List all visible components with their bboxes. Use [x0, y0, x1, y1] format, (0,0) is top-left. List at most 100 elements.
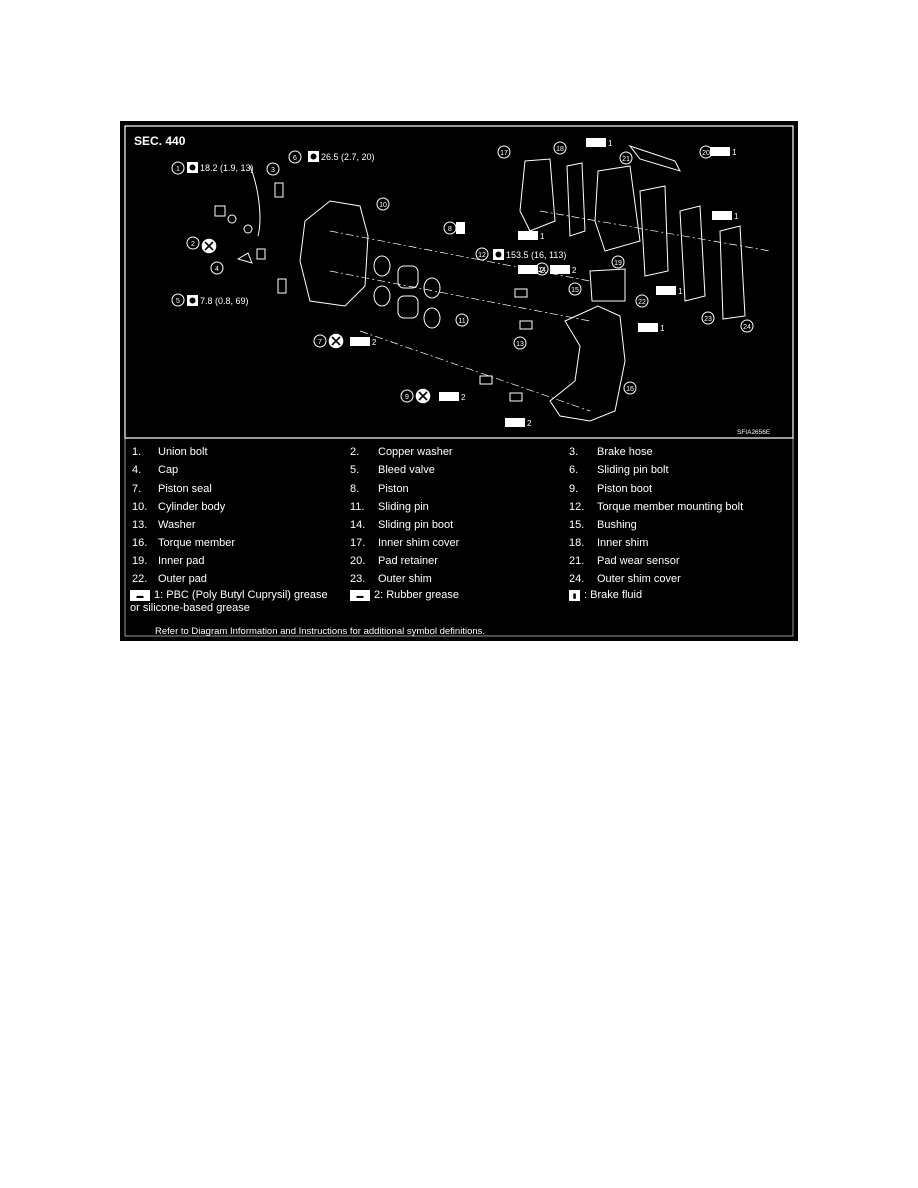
- svg-text:21: 21: [622, 156, 630, 163]
- brake-fluid-label: : Brake fluid: [584, 589, 643, 601]
- legend-row: 1. Union bolt 2. Copper washer 3. Brake …: [120, 443, 798, 461]
- callout-circles: [171, 141, 754, 403]
- svg-text:1: 1: [734, 212, 739, 221]
- svg-text:13: 13: [516, 341, 524, 348]
- legend-label: Torque member: [158, 537, 236, 549]
- svg-text:1: 1: [678, 287, 683, 296]
- svg-text:18: 18: [556, 146, 564, 153]
- grease-icon: [350, 138, 732, 427]
- legend-label: Torque member mounting bolt: [597, 501, 744, 513]
- svg-text:1: 1: [540, 232, 545, 241]
- svg-text:2: 2: [372, 338, 377, 347]
- legend-number: 1.: [132, 446, 142, 458]
- legend-number: 4.: [132, 464, 142, 476]
- legend-label: Bushing: [597, 519, 637, 531]
- legend-number: 9.: [569, 483, 579, 495]
- legend-label: Piston seal: [158, 483, 212, 495]
- legend-label: Outer pad: [158, 573, 207, 585]
- centre-lines: [329, 210, 771, 412]
- grease-marks: 111 222 221 11: [372, 139, 739, 428]
- legend-number: 5.: [350, 464, 360, 476]
- legend-number: 3.: [569, 446, 579, 458]
- pad-retainer: [589, 268, 626, 302]
- inner-shim: [566, 162, 586, 237]
- legend-label: Outer shim cover: [597, 573, 681, 585]
- svg-text:8: 8: [448, 226, 452, 233]
- inner-pad: [594, 165, 641, 252]
- legend-number: 20.: [350, 555, 366, 567]
- torque-spec-5: 7.8 (0.8, 69): [200, 296, 249, 306]
- legend-number: 24.: [569, 573, 585, 585]
- cylinder-body: [299, 200, 369, 307]
- inner-shim-cover: [519, 158, 556, 232]
- svg-text:1: 1: [732, 148, 737, 157]
- legend-number: 18.: [569, 537, 585, 549]
- svg-text:17: 17: [500, 150, 508, 157]
- legend-number: 6.: [569, 464, 579, 476]
- rubber-grease-symbol: ▬ 2: Rubber grease: [350, 589, 550, 602]
- legend-label: Inner shim: [597, 537, 649, 549]
- legend-label: Piston boot: [597, 483, 653, 495]
- pbc-grease-line1: 1: PBC (Poly Butyl Cuprysil) grease: [154, 589, 328, 601]
- legend-label: Sliding pin bolt: [597, 464, 669, 476]
- legend-number: 22.: [132, 573, 148, 585]
- legend-label: Sliding pin boot: [378, 519, 454, 531]
- legend-number: 7.: [132, 483, 142, 495]
- svg-text:20: 20: [702, 150, 710, 157]
- pbc-grease-line2: or silicone-based grease: [130, 602, 250, 614]
- symbol-note: Refer to Diagram Information and Instruc…: [155, 626, 486, 637]
- do-not-reuse-icon: [201, 238, 431, 404]
- part-drawings: [214, 145, 746, 422]
- svg-text:3: 3: [271, 167, 275, 174]
- outer-shim: [679, 205, 706, 302]
- legend-row: 7. Piston seal 8. Piston 9. Piston boot: [120, 480, 798, 498]
- torque-member: [549, 305, 626, 422]
- pbc-grease-symbol: ▬1: PBC (Poly Butyl Cuprysil) grease or …: [130, 589, 330, 615]
- union-bolt: [214, 205, 226, 217]
- svg-text:16: 16: [626, 386, 634, 393]
- svg-text:4: 4: [215, 266, 219, 273]
- figure-code: SFIA2656E: [737, 429, 771, 436]
- legend-number: 12.: [569, 501, 585, 513]
- svg-text:22: 22: [638, 299, 646, 306]
- svg-text:1: 1: [608, 139, 613, 148]
- legend-number: 10.: [132, 501, 148, 513]
- legend-label: Cylinder body: [158, 501, 226, 513]
- grease-icon: ▬: [350, 589, 370, 601]
- svg-text:6: 6: [293, 155, 297, 162]
- legend-label: Brake hose: [597, 446, 653, 458]
- svg-text:23: 23: [704, 316, 712, 323]
- legend-number: 8.: [350, 483, 360, 495]
- outer-pad: [639, 185, 669, 277]
- legend-label: Piston: [378, 483, 409, 495]
- legend-number: 19.: [132, 555, 148, 567]
- legend-row: 10. Cylinder body 11. Sliding pin 12. To…: [120, 498, 798, 516]
- section-label: SEC. 440: [134, 134, 186, 148]
- exploded-diagram-figure: SEC. 440 SFIA2656E 18.2 (1.9, 13) 26.5 (…: [120, 121, 798, 641]
- torque-spec-12: 153.5 (16, 113): [506, 250, 566, 260]
- svg-text:11: 11: [458, 318, 465, 325]
- outer-shim-cover: [719, 225, 746, 320]
- legend-label: Cap: [158, 464, 179, 476]
- legend-row: 16. Torque member 17. Inner shim cover 1…: [120, 534, 798, 552]
- rubber-grease-label: 2: Rubber grease: [374, 589, 459, 601]
- cap: [236, 252, 253, 264]
- svg-text:10: 10: [379, 202, 387, 209]
- legend-number: 23.: [350, 573, 366, 585]
- svg-text:19: 19: [614, 260, 622, 267]
- legend-number: 11.: [350, 501, 365, 513]
- svg-text:2: 2: [527, 419, 532, 428]
- legend-number: 21.: [569, 555, 585, 567]
- bleed-valve: [256, 248, 266, 260]
- legend-number: 17.: [350, 537, 366, 549]
- legend-label: Washer: [158, 519, 196, 531]
- legend-row: 4. Cap 5. Bleed valve 6. Sliding pin bol…: [120, 461, 798, 479]
- svg-text:9: 9: [405, 394, 409, 401]
- svg-text:1: 1: [660, 324, 665, 333]
- callout-numbers: 1 2 3 4 5 6 7 8 9 10 11 12 13 14 15 16 1…: [176, 146, 751, 401]
- svg-text:14: 14: [538, 267, 546, 274]
- brake-fluid-icon: ▮: [569, 589, 580, 601]
- legend-label: Pad retainer: [378, 555, 438, 567]
- torque-spec-6: 26.5 (2.7, 20): [321, 152, 375, 162]
- svg-text:2: 2: [191, 241, 195, 248]
